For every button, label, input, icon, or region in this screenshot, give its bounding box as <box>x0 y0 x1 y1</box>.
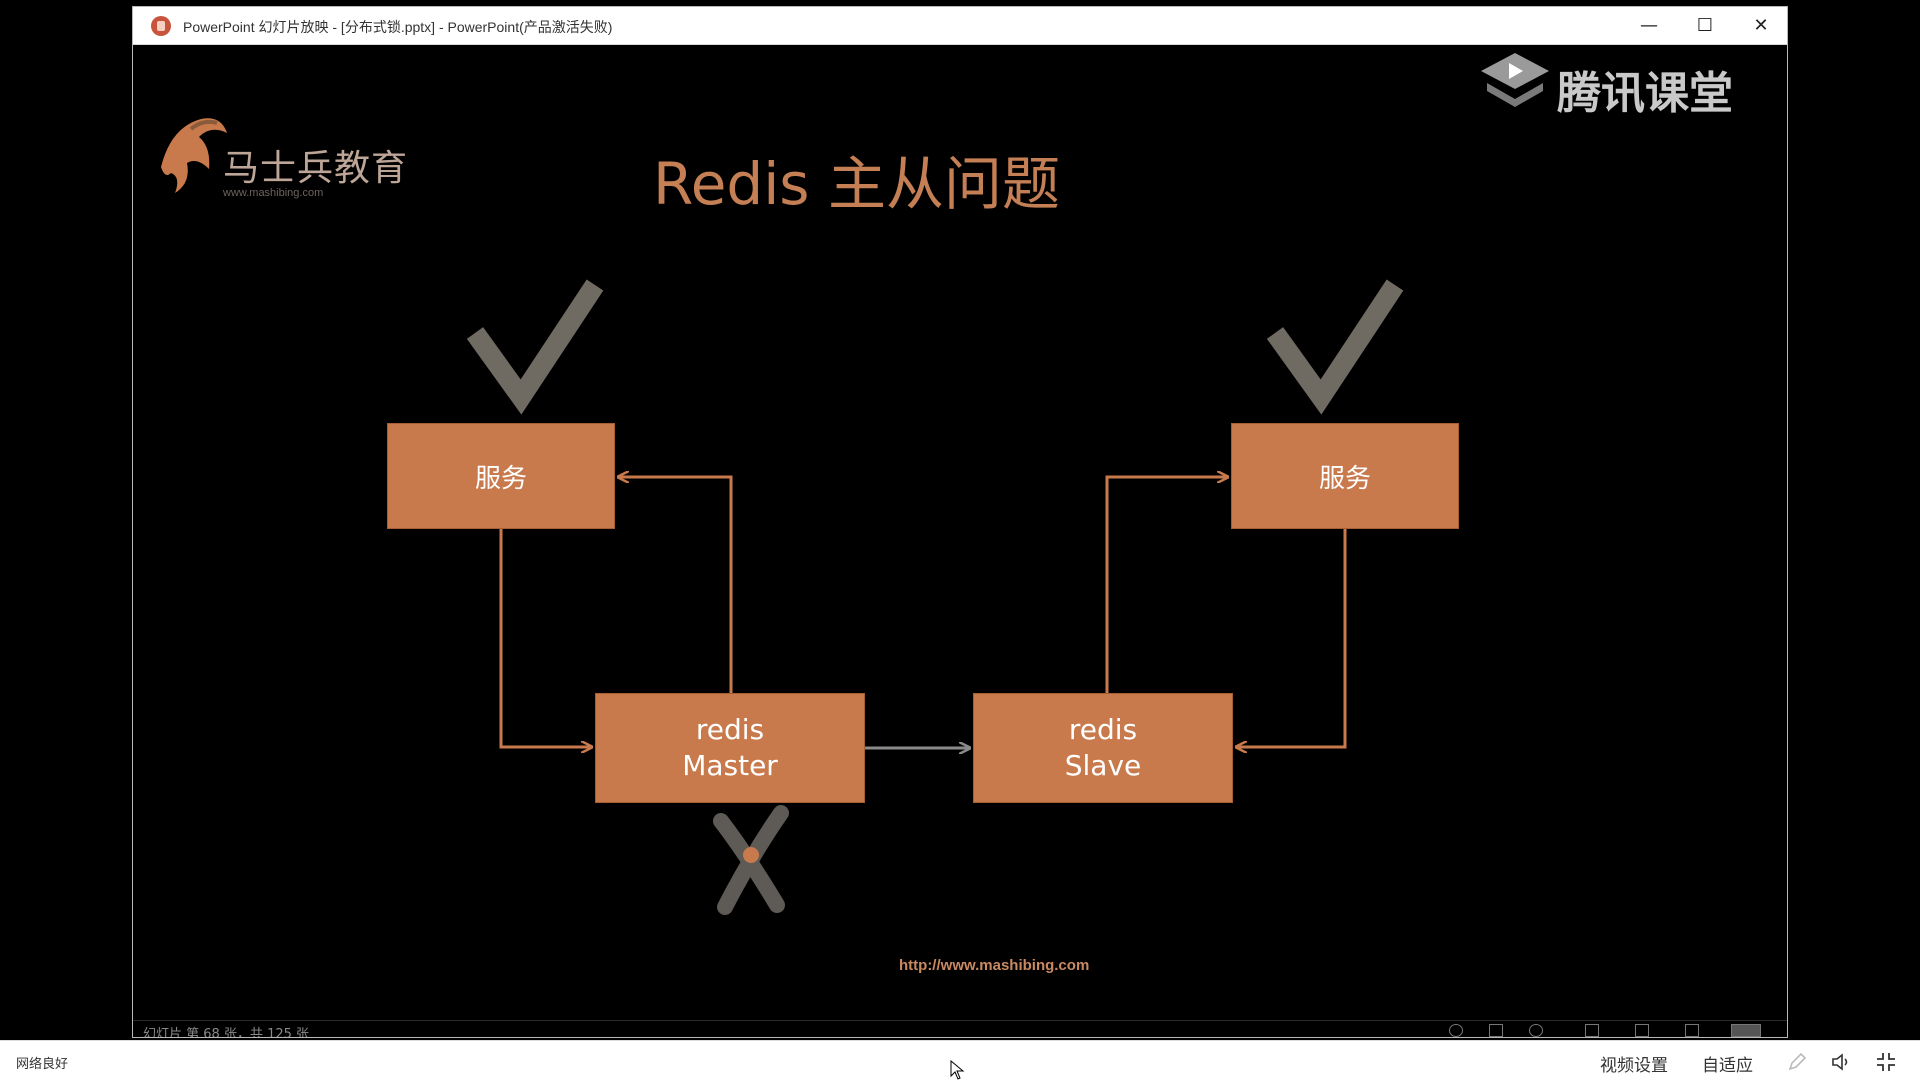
next-slide-icon[interactable] <box>1529 1024 1543 1037</box>
arrow-service-right-to-slave <box>1237 529 1347 747</box>
tencent-classroom-logo: 腾讯课堂 <box>1479 49 1769 119</box>
auto-fit-button[interactable]: 自适应 <box>1702 1056 1753 1076</box>
reading-view-icon[interactable] <box>1685 1024 1699 1037</box>
ppt-status-bar: 幻灯片 第 68 张，共 125 张 <box>133 1020 1787 1038</box>
redis-slave-line1: redis <box>1068 713 1138 746</box>
redis-slave-line2: Slave <box>1064 749 1142 782</box>
volume-icon[interactable] <box>1830 1051 1852 1073</box>
minimize-button[interactable]: — <box>1640 15 1658 36</box>
slide-notes-icon[interactable] <box>1489 1024 1503 1037</box>
redis-master-box: redis Master <box>595 693 865 803</box>
slide-sorter-icon[interactable] <box>1635 1024 1649 1037</box>
mouse-cursor-icon <box>950 1060 965 1080</box>
powerpoint-window: PowerPoint 幻灯片放映 - [分布式锁.pptx] - PowerPo… <box>132 6 1788 1038</box>
video-settings-button[interactable]: 视频设置 <box>1600 1056 1668 1076</box>
slide-graphics <box>466 279 1404 915</box>
network-status: 网络良好 <box>16 1057 69 1072</box>
tencent-logo-text: 腾讯课堂 <box>1557 68 1733 119</box>
window-title: PowerPoint 幻灯片放映 - [分布式锁.pptx] - PowerPo… <box>183 19 613 35</box>
redis-master-line2: Master <box>682 749 778 782</box>
logo-text: 马士兵教育 <box>223 148 409 189</box>
arrow-slave-to-service-right <box>1105 477 1227 693</box>
redis-master-line1: redis <box>695 713 765 746</box>
check-icon-right <box>1266 279 1404 415</box>
maximize-button[interactable]: ☐ <box>1696 15 1714 36</box>
service-right-label: 服务 <box>1318 463 1371 494</box>
tencent-classroom-icon <box>1481 53 1549 107</box>
slide-counter: 幻灯片 第 68 张，共 125 张 <box>143 1027 310 1038</box>
arrow-master-to-service-left <box>619 477 733 693</box>
arrow-service-left-to-master <box>499 529 591 747</box>
horse-icon <box>161 118 227 193</box>
slideshow-view-icon[interactable] <box>1731 1024 1761 1037</box>
redis-slave-box: redis Slave <box>973 693 1233 803</box>
slide-footer-url[interactable]: http://www.mashibing.com <box>899 957 1090 974</box>
slide-canvas[interactable]: 马士兵教育 www.mashibing.com 腾讯课堂 Redis 主从问题 … <box>137 45 1783 1020</box>
previous-slide-icon[interactable] <box>1449 1024 1463 1037</box>
service-left-label: 服务 <box>474 463 527 494</box>
close-button[interactable]: ✕ <box>1753 15 1769 36</box>
service-box-right: 服务 <box>1231 423 1459 529</box>
logo-url: www.mashibing.com <box>223 187 324 199</box>
fullscreen-exit-icon[interactable] <box>1875 1051 1897 1073</box>
check-icon-left <box>466 279 604 415</box>
normal-view-icon[interactable] <box>1585 1024 1599 1037</box>
title-bar: PowerPoint 幻灯片放映 - [分布式锁.pptx] - PowerPo… <box>133 7 1787 45</box>
pen-icon[interactable] <box>1786 1051 1808 1073</box>
player-control-bar: 网络良好 视频设置 自适应 <box>0 1040 1920 1080</box>
powerpoint-app-icon <box>151 16 171 36</box>
cross-icon <box>713 805 789 915</box>
slide-title: Redis 主从问题 <box>653 150 1060 218</box>
mashibing-logo: 马士兵教育 www.mashibing.com <box>151 107 421 207</box>
service-box-left: 服务 <box>387 423 615 529</box>
